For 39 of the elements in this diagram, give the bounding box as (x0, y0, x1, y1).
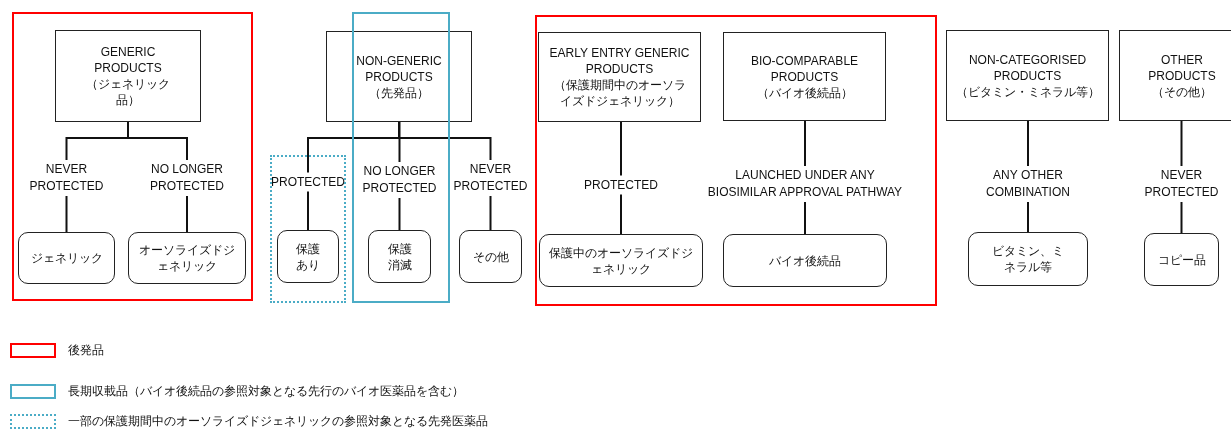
product-box (723, 32, 886, 121)
box-text: （ジェネリック品） (85, 76, 171, 108)
product-box (538, 32, 701, 122)
box-heading: EARLY ENTRY GENERIC PRODUCTS (549, 45, 690, 77)
box-text: （バイオ後続品） (755, 84, 854, 101)
category-box (368, 230, 431, 283)
box-text: 保護あり (295, 240, 321, 273)
category-box (18, 232, 115, 284)
category-box (1144, 233, 1219, 286)
box-text: （先発品） (368, 84, 430, 101)
legend-text: 一部の保護期間中のオーソライズドジェネリックの参照対象となる先発医薬品 (68, 413, 488, 429)
box-text: 保護消滅 (386, 240, 413, 273)
box-heading: OTHER PRODUCTS (1147, 51, 1217, 84)
box-heading: BIO-COMPARABLE PRODUCTS (749, 52, 860, 85)
box-text: （その他） (1151, 83, 1213, 100)
box-text: （保護期間中のオーソライズドジェネリック） (552, 77, 687, 109)
box-text: ビタミン、ミネラル等 (991, 243, 1065, 275)
box-text: その他 (471, 248, 510, 265)
product-box (55, 30, 201, 122)
legend-text: 長期収載品（バイオ後続品の参照対象となる先行のバイオ医薬品を含む） (68, 383, 464, 399)
box-heading: GENERIC PRODUCTS (93, 44, 163, 76)
box-text: オーソライズドジェネリック (138, 242, 236, 274)
product-box (946, 30, 1109, 121)
box-text: （ビタミン・ミネラル等） (954, 83, 1101, 100)
box-text: バイオ後続品 (768, 252, 842, 269)
box-text: ジェネリック (29, 250, 104, 266)
box-heading: NON-CATEGORISED PRODUCTS (967, 51, 1088, 84)
category-box (277, 230, 339, 283)
category-box (723, 234, 887, 287)
product-box (326, 31, 472, 122)
box-heading: NON-GENERIC PRODUCTS (355, 52, 443, 85)
category-box (968, 232, 1088, 286)
box-text: コピー品 (1156, 251, 1207, 268)
product-box (1119, 30, 1231, 121)
category-box (539, 234, 703, 287)
legend-text: 後発品 (68, 342, 104, 358)
box-text: 保護中のオーソライズドジェネリック (548, 244, 694, 277)
category-box (459, 230, 522, 283)
category-box (128, 232, 246, 284)
